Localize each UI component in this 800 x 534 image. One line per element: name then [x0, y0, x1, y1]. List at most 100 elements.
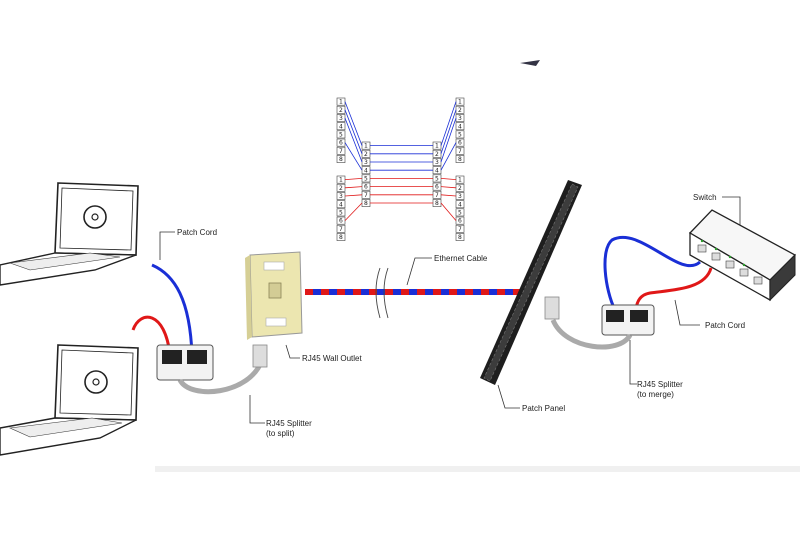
pin-number: 4 — [435, 167, 439, 174]
pin-box — [336, 233, 346, 241]
pin-number: 5 — [364, 176, 368, 183]
pin-number: 8 — [435, 200, 439, 207]
pin-box — [336, 122, 346, 131]
pin-number: 1 — [458, 177, 462, 184]
label-splitter-left: RJ45 Splitter — [266, 419, 312, 428]
pin-box — [336, 208, 346, 217]
pin-number: 4 — [364, 167, 368, 174]
pin-number: 3 — [435, 159, 439, 166]
pin-box — [336, 105, 346, 114]
pin-number: 3 — [364, 159, 368, 166]
network-switch-icon — [688, 209, 797, 302]
patch-panel-icon — [480, 180, 582, 385]
pin-box — [336, 146, 346, 155]
pin-number: 6 — [339, 140, 343, 147]
pin-wire — [440, 202, 457, 221]
pin-number: 4 — [458, 201, 462, 208]
pin-number: 2 — [339, 107, 343, 114]
pin-wire — [344, 117, 363, 163]
pin-number: 7 — [339, 148, 343, 155]
pin-wire — [440, 194, 457, 197]
pin-number: 1 — [458, 99, 462, 106]
pin-box — [455, 146, 465, 155]
pin-wire — [440, 109, 457, 154]
browser-logo-icon — [84, 370, 108, 394]
label-patch-panel: Patch Panel — [522, 404, 565, 413]
pin-number: 5 — [339, 132, 343, 139]
pin-number: 1 — [435, 143, 439, 150]
pin-number: 3 — [458, 115, 462, 122]
pin-wire — [440, 142, 457, 171]
label-splitter-right-note: (to merge) — [637, 390, 674, 399]
ethernet-cable — [305, 267, 525, 319]
rj45-splitter-icon — [156, 344, 268, 395]
pin-wire — [440, 178, 457, 180]
pin-number: 3 — [339, 115, 343, 122]
pin-box — [336, 200, 346, 209]
pin-wire — [344, 202, 363, 221]
pin-number: 1 — [364, 143, 368, 150]
pin-number: 2 — [458, 107, 462, 114]
pin-number: 7 — [458, 148, 462, 155]
pin-number: 5 — [339, 210, 343, 217]
pin-box — [336, 130, 346, 139]
label-ethernet-cable: Ethernet Cable — [434, 254, 488, 263]
pin-number: 7 — [339, 226, 343, 233]
pin-wire — [440, 186, 457, 189]
pin-number: 8 — [458, 234, 462, 241]
pin-number: 8 — [339, 156, 343, 163]
pin-number: 4 — [339, 201, 343, 208]
pin-number: 7 — [364, 192, 368, 199]
pin-wire — [344, 178, 363, 180]
pin-number: 4 — [458, 123, 462, 130]
pin-number: 5 — [458, 132, 462, 139]
pin-wire — [344, 186, 363, 189]
pin-number: 1 — [339, 99, 343, 106]
laptop-icon — [0, 344, 139, 456]
pin-number: 3 — [458, 193, 462, 200]
pin-box — [336, 155, 346, 163]
pin-number: 2 — [339, 185, 343, 192]
red-patch-cord — [131, 315, 172, 356]
pin-box — [455, 233, 465, 241]
pin-number: 6 — [364, 184, 368, 191]
fragment-mark — [520, 60, 540, 66]
pin-number: 4 — [339, 123, 343, 130]
pin-number: 5 — [435, 176, 439, 183]
pin-box — [455, 200, 465, 209]
pin-box — [455, 122, 465, 131]
pin-box — [455, 130, 465, 139]
pin-number: 8 — [339, 234, 343, 241]
pin-number: 6 — [339, 218, 343, 225]
rj45-splitter-icon — [544, 296, 655, 350]
pin-wire — [344, 194, 363, 197]
pin-number: 3 — [339, 193, 343, 200]
label-splitter-right: RJ45 Splitter — [637, 380, 683, 389]
blue-patch-cord — [603, 236, 702, 311]
label-splitter-left-note: (to split) — [266, 429, 295, 438]
pin-number: 8 — [364, 200, 368, 207]
pin-wire — [344, 101, 363, 146]
pin-number: 7 — [435, 192, 439, 199]
pin-box — [455, 105, 465, 114]
pin-box — [455, 224, 465, 233]
browser-logo-icon — [83, 205, 107, 229]
pin-number: 6 — [458, 218, 462, 225]
pin-number: 5 — [458, 210, 462, 217]
pin-number: 1 — [339, 177, 343, 184]
pin-box — [455, 155, 465, 163]
pin-box — [455, 208, 465, 217]
pin-number: 6 — [458, 140, 462, 147]
label-switch: Switch — [693, 193, 717, 202]
label-patch-cord-left: Patch Cord — [177, 228, 217, 237]
floor-strip — [155, 466, 800, 472]
pin-wire — [344, 109, 363, 154]
pin-wire — [440, 117, 457, 163]
wall-outlet-icon — [245, 251, 303, 340]
label-patch-cord-right: Patch Cord — [705, 321, 745, 330]
laptop-icon — [0, 182, 139, 286]
pin-number: 2 — [435, 151, 439, 158]
pin-wire — [440, 101, 457, 146]
blue-patch-cord — [151, 263, 194, 356]
